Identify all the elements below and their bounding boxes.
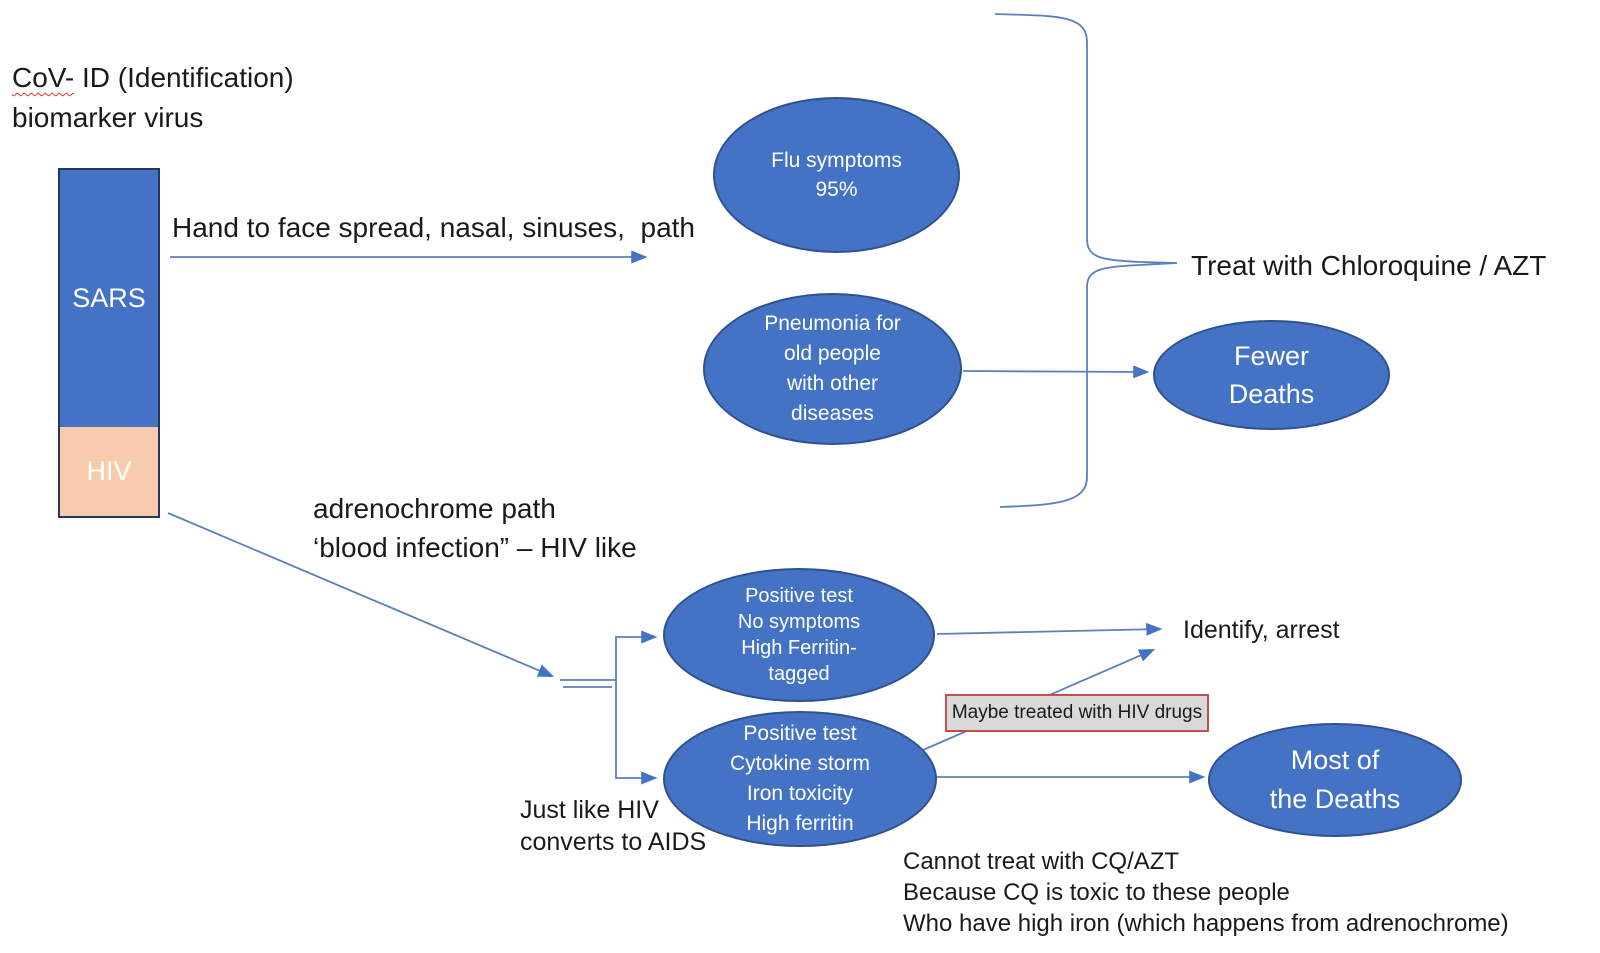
just-like-hiv-label: Just like HIV converts to AIDS: [520, 794, 706, 858]
arrow-fork-down: [615, 680, 658, 785]
node-fewer-deaths: Fewer Deaths: [1153, 320, 1390, 430]
adrenochrome-line-1: adrenochrome path: [313, 493, 556, 524]
node-positive-cytokine-storm: Positive test Cytokine storm Iron toxici…: [663, 711, 937, 847]
cannot-treat-line-1: Cannot treat with CQ/AZT: [903, 848, 1180, 875]
node-text-line: Pneumonia for: [764, 312, 901, 335]
cannot-treat-line-3: Who have high iron (which happens from a…: [903, 910, 1509, 937]
node-text-line: Cytokine storm: [729, 752, 871, 775]
title-rest-text: ID (Identification): [74, 62, 294, 93]
node-text-line: No symptoms: [737, 611, 861, 633]
node-text-line: diseases: [791, 402, 874, 425]
adrenochrome-path-label: adrenochrome path ‘blood infection” – HI…: [313, 489, 637, 567]
just-like-line-1: Just like HIV: [520, 796, 659, 824]
maybe-treated-callout: Maybe treated with HIV drugs: [945, 694, 1209, 732]
bar-segment-hiv: HIV: [60, 427, 158, 516]
node-text-line: Deaths: [1228, 379, 1315, 409]
node-text-line: the Deaths: [1269, 784, 1401, 814]
node-text-line: High ferritin: [746, 812, 854, 835]
title-cov-text: CoV-: [12, 62, 75, 93]
node-positive-no-symptoms: Positive test No symptoms High Ferritin-…: [663, 568, 935, 702]
arrow-fork-up: [615, 630, 658, 680]
node-text-line: Most of: [1290, 745, 1380, 775]
hand-to-face-path-label: Hand to face spread, nasal, sinuses, pat…: [172, 212, 695, 243]
page-title: CoV- ID (Identification) biomarker virus: [12, 58, 294, 138]
node-text-line: tagged: [768, 663, 830, 685]
title-line-1: CoV- ID (Identification): [12, 58, 294, 98]
just-like-line-2: converts to AIDS: [520, 828, 707, 856]
title-line-2: biomarker virus: [12, 102, 204, 133]
bar-segment-sars: SARS: [60, 170, 158, 427]
node-text-line: 95%: [815, 178, 858, 201]
node-text-line: Positive test: [745, 585, 853, 607]
curly-brace: [994, 13, 1178, 508]
node-text-line: Fewer: [1233, 341, 1309, 371]
node-flu-symptoms: Flu symptoms 95%: [713, 97, 960, 253]
node-text-line: Positive test: [743, 722, 857, 745]
bar-segment-sars-label: SARS: [72, 283, 146, 313]
node-pneumonia: Pneumonia for old people with other dise…: [703, 293, 962, 445]
cannot-treat-note: Cannot treat with CQ/AZT Because CQ is t…: [903, 846, 1509, 939]
identify-arrest-label: Identify, arrest: [1183, 616, 1340, 644]
maybe-treated-text: Maybe treated with HIV drugs: [951, 702, 1203, 723]
node-text-line: Flu symptoms: [771, 149, 902, 172]
node-most-of-the-deaths: Most of the Deaths: [1208, 723, 1462, 837]
arrow-to-fewer-deaths: [962, 365, 1150, 379]
node-text-line: Iron toxicity: [746, 782, 854, 805]
virus-stacked-bar: SARS HIV: [58, 168, 160, 518]
cannot-treat-line-2: Because CQ is toxic to these people: [903, 879, 1290, 906]
treat-chloroquine-label: Treat with Chloroquine / AZT: [1191, 250, 1547, 281]
arrow-adrenochrome-diagonal: [167, 512, 555, 677]
arrow-to-identify: [936, 622, 1163, 636]
node-text-line: High Ferritin-: [741, 637, 857, 659]
node-text-line: with other: [786, 372, 879, 395]
bar-segment-hiv-label: HIV: [86, 456, 132, 486]
node-text-line: old people: [784, 342, 881, 365]
adrenochrome-line-2: ‘blood infection” – HIV like: [313, 532, 637, 563]
